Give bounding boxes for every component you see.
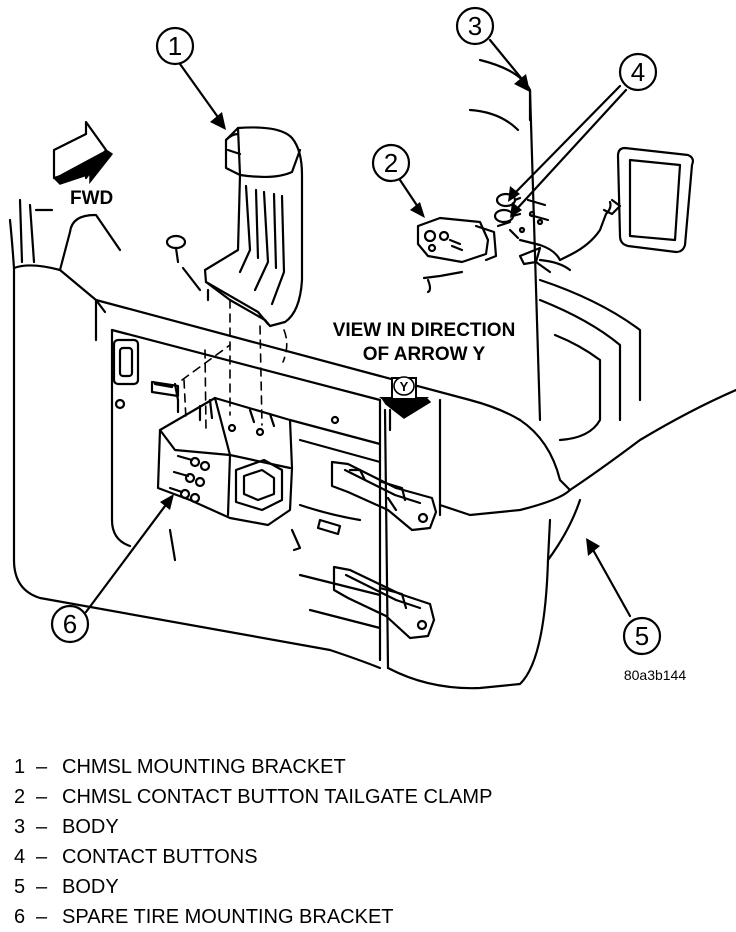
callout-5: 5: [635, 621, 649, 651]
diagram-area: 1 2 3 4 5 6 FWD VIEW IN DIRECTION OF ARR…: [8, 6, 736, 690]
legend-item: 6–SPARE TIRE MOUNTING BRACKET: [14, 902, 724, 932]
side-window: [538, 146, 694, 442]
contact-clamp: [416, 216, 498, 294]
legend-dash: –: [36, 906, 48, 928]
alignment-lines: [181, 299, 288, 431]
callout-6-graphic: [50, 500, 170, 644]
legend-text: CONTACT BUTTONS: [62, 846, 258, 868]
legend-number: 2: [14, 786, 26, 808]
legend-dash: –: [36, 786, 48, 808]
legend-number: 1: [14, 756, 26, 778]
callout-4-graphic: [510, 52, 658, 214]
legend-item: 4–CONTACT BUTTONS: [14, 842, 724, 872]
lower-hinge: [332, 565, 436, 640]
chmsl-bracket: [203, 126, 304, 328]
legend-text: BODY: [62, 816, 119, 838]
tailgate-diagram: 1 2 3 4 5 6 FWD VIEW IN DIRECTION OF ARR…: [8, 6, 736, 690]
legend-number: 3: [14, 816, 26, 838]
legend-item: 2–CHMSL CONTACT BUTTON TAILGATE CLAMP: [14, 782, 724, 812]
callout-6: 6: [63, 609, 77, 639]
leader-arrowheads: [160, 74, 600, 556]
legend-item: 1–CHMSL MOUNTING BRACKET: [14, 752, 724, 782]
callout-3-graphic: [455, 6, 528, 86]
bracket-screw: [165, 234, 202, 292]
arrow-y-icon: [378, 376, 432, 419]
upper-hinge: [330, 460, 438, 532]
legend-item: 5–BODY: [14, 872, 724, 902]
legend-dash: –: [36, 876, 48, 898]
legend-item: 3–BODY: [14, 812, 724, 842]
fwd-arrow-icon: [52, 120, 114, 185]
callout-1: 1: [168, 31, 182, 61]
spare-tire-bracket: [156, 396, 294, 527]
callout-1-graphic: [155, 26, 222, 122]
tailgate-panel: [112, 338, 392, 630]
legend-text: BODY: [62, 876, 119, 898]
legend-dash: –: [36, 756, 48, 778]
callout-3: 3: [468, 11, 482, 41]
legend-text: CHMSL CONTACT BUTTON TAILGATE CLAMP: [62, 786, 493, 808]
legend-text: SPARE TIRE MOUNTING BRACKET: [62, 906, 394, 928]
vehicle-body-outline: [8, 58, 736, 690]
legend-dash: –: [36, 816, 48, 838]
callout-5-graphic: [590, 546, 662, 656]
callout-2: 2: [384, 148, 398, 178]
legend: 1–CHMSL MOUNTING BRACKET 2–CHMSL CONTACT…: [14, 752, 724, 932]
legend-number: 6: [14, 906, 26, 928]
legend-number: 5: [14, 876, 26, 898]
legend-dash: –: [36, 846, 48, 868]
legend-text: CHMSL MOUNTING BRACKET: [62, 756, 346, 778]
fwd-label: FWD: [70, 188, 113, 209]
figure-code: 80a3b144: [624, 667, 687, 683]
legend-number: 4: [14, 846, 26, 868]
arrow-y-letter: Y: [400, 379, 409, 394]
view-direction-line2: OF ARROW Y: [363, 344, 486, 365]
callout-4: 4: [631, 57, 645, 87]
view-direction-line1: VIEW IN DIRECTION: [333, 320, 516, 341]
